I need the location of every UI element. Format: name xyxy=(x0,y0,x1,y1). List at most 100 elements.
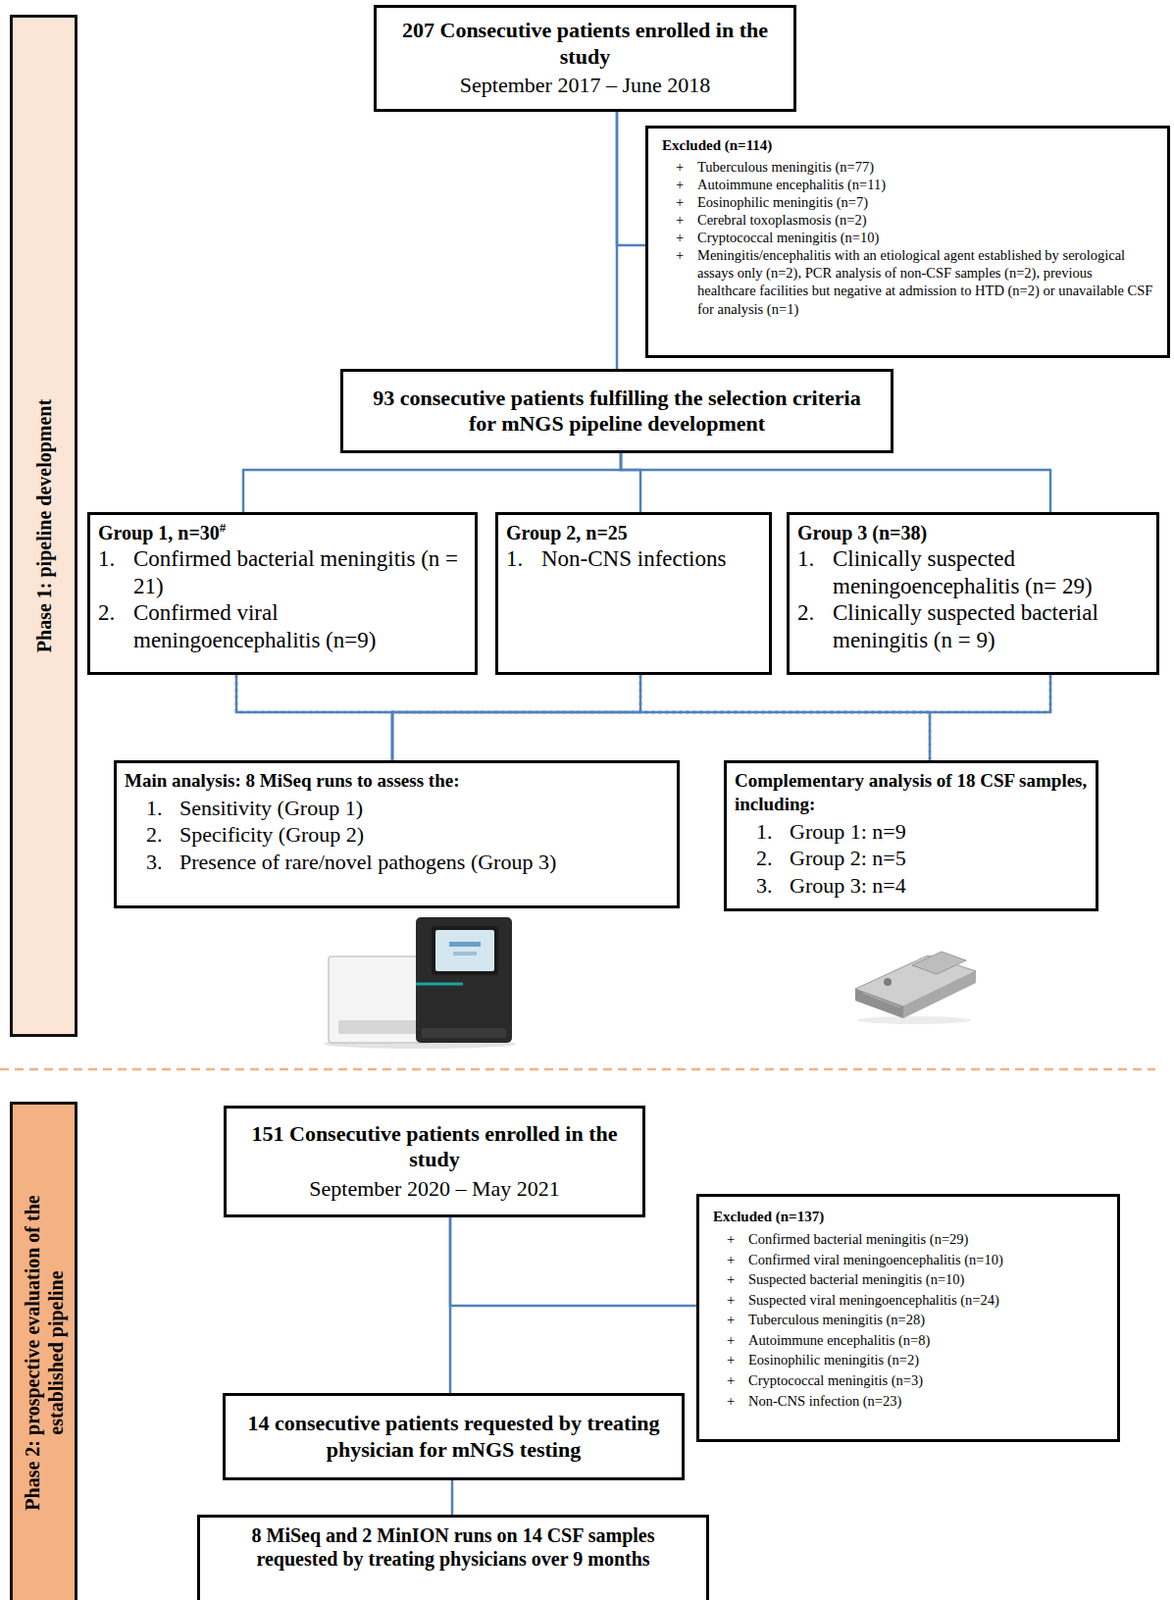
list-row: +Eosinophilic meningitis (n=2) xyxy=(713,1349,1104,1371)
list-marker: 3. xyxy=(146,848,180,876)
list-item: Clinically suspected bacterial meningiti… xyxy=(832,599,1149,654)
list-item: Clinically suspected meningoencephalitis… xyxy=(832,545,1149,600)
box-heading: 93 consecutive patients fulfilling the s… xyxy=(357,385,877,438)
list-marker: + xyxy=(713,1228,749,1250)
connector-line xyxy=(615,111,619,369)
list-row: 3.Presence of rare/novel pathogens (Grou… xyxy=(146,848,669,876)
list-marker: + xyxy=(662,175,698,194)
list-item: Tuberculous meningitis (n=28) xyxy=(748,1309,1104,1330)
process-box: 8 MiSeq and 2 MinION runs on 14 CSF samp… xyxy=(197,1514,710,1600)
list-row: +Non-CNS infection (n=23) xyxy=(713,1390,1104,1412)
connector-line xyxy=(236,674,393,761)
process-box: 151 Consecutive patients enrolled in the… xyxy=(223,1105,646,1218)
list-marker: + xyxy=(713,1349,749,1371)
connector-line xyxy=(243,453,621,512)
phase-separator xyxy=(0,1068,1156,1072)
list-marker: 2. xyxy=(797,599,833,654)
group-box: Group 2, n=251.Non-CNS infections xyxy=(495,511,772,675)
list-item: Suspected bacterial meningitis (n=10) xyxy=(748,1269,1104,1290)
connector-line xyxy=(620,453,641,512)
connector-line xyxy=(392,674,1051,761)
list-row: +Suspected bacterial meningitis (n=10) xyxy=(713,1269,1104,1290)
list-marker: + xyxy=(713,1269,749,1290)
list-item: Eosinophilic meningitis (n=2) xyxy=(748,1349,1104,1371)
phase-band: Phase 2: prospective evaluation of the e… xyxy=(9,1101,78,1600)
node-content: 207 Consecutive patients enrolled in the… xyxy=(390,17,780,99)
exclusion-box: Excluded (n=137)+Confirmed bacterial men… xyxy=(696,1193,1121,1442)
list-item: Confirmed viral meningoencephalitis (n=1… xyxy=(748,1249,1104,1271)
list-marker: + xyxy=(713,1309,749,1330)
list-item: Cerebral toxoplasmosis (n=2) xyxy=(697,210,1154,229)
list-row: +Cryptococcal meningitis (n=10) xyxy=(662,228,1154,247)
list-item: Confirmed bacterial meningitis (n=29) xyxy=(748,1228,1104,1250)
list-row: +Tuberculous meningitis (n=77) xyxy=(662,157,1154,176)
box-heading-line: Group 1, n=30# xyxy=(98,520,467,546)
list-marker: + xyxy=(713,1249,749,1271)
list-item: Non-CNS infections xyxy=(541,545,762,573)
list-item: Group 3: n=4 xyxy=(789,871,1088,900)
node-content: 14 consecutive patients requested by tre… xyxy=(239,1410,668,1463)
list-item: Suspected viral meningoencephalitis (n=2… xyxy=(748,1289,1104,1311)
list-item: Eosinophilic meningitis (n=7) xyxy=(697,193,1154,211)
list-marker: + xyxy=(713,1390,749,1412)
list-row: 2.Confirmed viral meningoencephalitis (n… xyxy=(98,599,467,654)
process-box: 207 Consecutive patients enrolled in the… xyxy=(373,4,797,112)
list-item: Cryptococcal meningitis (n=10) xyxy=(697,228,1154,247)
list-row: 1.Group 1: n=9 xyxy=(756,817,1088,846)
list-row: +Meningitis/encephalitis with an etiolog… xyxy=(662,246,1154,318)
list-marker: 1. xyxy=(146,794,180,822)
list-item: Specificity (Group 2) xyxy=(179,820,669,849)
list-row: +Confirmed viral meningoencephalitis (n=… xyxy=(713,1249,1104,1271)
list-marker: 2. xyxy=(98,599,134,654)
miseq-sequencer xyxy=(323,917,516,1049)
list-row: +Autoimmune encephalitis (n=11) xyxy=(662,175,1154,194)
list-item: Group 2: n=5 xyxy=(789,844,1088,872)
list-row: 3.Group 3: n=4 xyxy=(756,871,1088,900)
list-marker: 2. xyxy=(146,820,180,849)
phase-band: Phase 1: pipeline development xyxy=(9,14,78,1037)
node-content: 93 consecutive patients fulfilling the s… xyxy=(357,385,877,438)
list-row: 1.Non-CNS infections xyxy=(506,545,762,573)
phase-label: Phase 2: prospective evaluation of the e… xyxy=(20,1156,68,1549)
list-marker: 1. xyxy=(98,545,134,600)
list-marker: + xyxy=(662,157,698,176)
group-box: Group 3 (n=38)1.Clinically suspected men… xyxy=(786,511,1160,675)
connector-line xyxy=(616,111,646,246)
analysis-box: Complementary analysis of 18 CSF samples… xyxy=(723,760,1099,912)
list-row: 1.Confirmed bacterial meningitis (n = 21… xyxy=(98,545,467,600)
list-item: Tuberculous meningitis (n=77) xyxy=(697,157,1154,176)
node-content: Excluded (n=137)+Confirmed bacterial men… xyxy=(713,1206,1104,1411)
connector-line xyxy=(620,453,1051,512)
box-heading: Main analysis: 8 MiSeq runs to assess th… xyxy=(124,768,669,793)
node-content: Main analysis: 8 MiSeq runs to assess th… xyxy=(124,768,669,875)
list-marker: 1. xyxy=(506,545,542,573)
box-heading: 14 consecutive patients requested by tre… xyxy=(239,1410,668,1463)
list-row: 2.Specificity (Group 2) xyxy=(146,820,669,849)
connector-line xyxy=(392,674,641,761)
dotted-connector xyxy=(929,674,1051,761)
node-content: Group 2, n=251.Non-CNS infections xyxy=(506,520,762,573)
list-row: 1.Clinically suspected meningoencephalit… xyxy=(797,545,1149,600)
phase-label: Phase 1: pipeline development xyxy=(32,270,56,781)
list-marker: + xyxy=(713,1329,749,1351)
connector-line xyxy=(449,1217,453,1393)
list-marker: 2. xyxy=(756,844,790,872)
node-content: 8 MiSeq and 2 MinION runs on 14 CSF samp… xyxy=(213,1523,693,1571)
dotted-connector xyxy=(640,674,930,761)
list-item: Non-CNS infection (n=23) xyxy=(748,1390,1104,1412)
list-marker: 1. xyxy=(797,545,833,600)
node-content: Complementary analysis of 18 CSF samples… xyxy=(734,768,1088,899)
list-marker: 3. xyxy=(756,871,790,900)
dotted-connector xyxy=(236,674,930,761)
box-heading: Excluded (n=114) xyxy=(662,136,1154,156)
list-item: Group 1: n=9 xyxy=(789,817,1088,846)
node-content: Group 1, n=30#1.Confirmed bacterial meni… xyxy=(98,520,467,654)
list-row: +Cryptococcal meningitis (n=3) xyxy=(713,1370,1104,1391)
exclusion-box: Excluded (n=114)+Tuberculous meningitis … xyxy=(645,125,1171,358)
list-row: +Suspected viral meningoencephalitis (n=… xyxy=(713,1289,1104,1311)
footnote-mark: # xyxy=(219,519,227,535)
list-row: +Confirmed bacterial meningitis (n=29) xyxy=(713,1228,1104,1250)
list-marker: + xyxy=(713,1289,749,1311)
box-heading: Excluded (n=137) xyxy=(713,1206,1104,1227)
